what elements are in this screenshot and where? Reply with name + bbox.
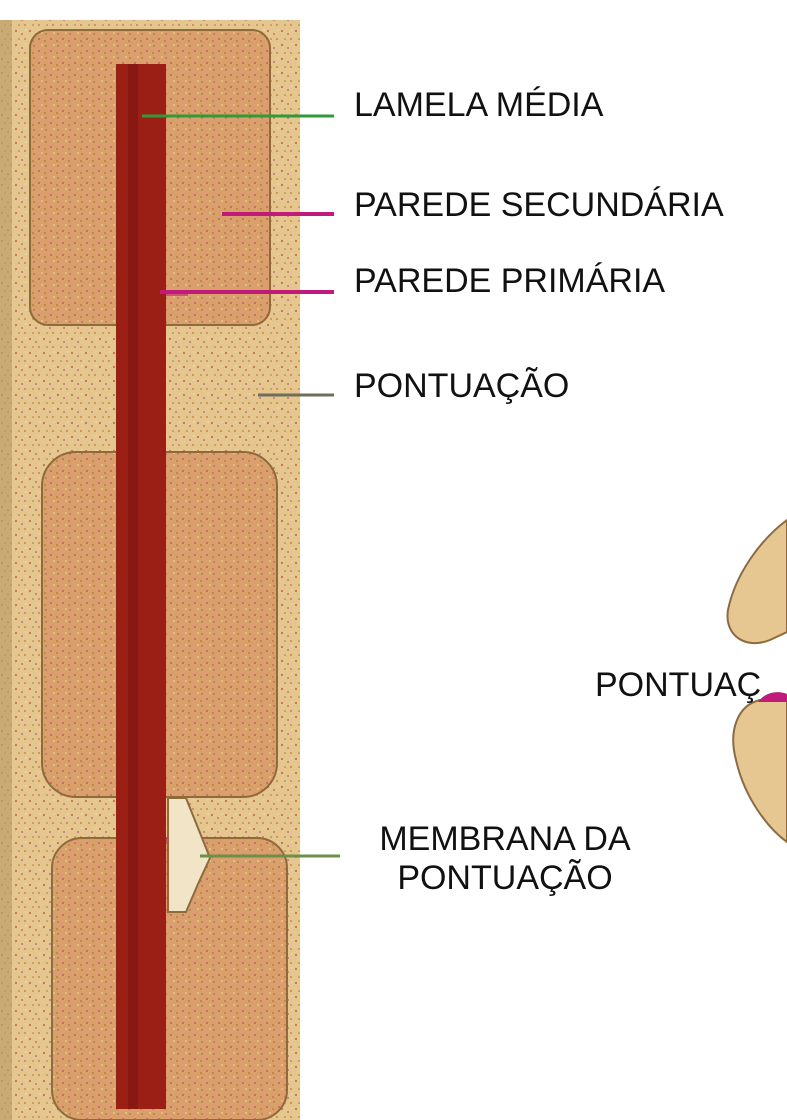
pit-lower-rim	[758, 692, 787, 702]
pit-upper-fragment	[728, 520, 787, 643]
label-lamela-media: LAMELA MÉDIA	[354, 86, 603, 125]
label-membrana-line2: PONTUAÇÃO	[360, 859, 650, 898]
label-parede-secundaria: PAREDE SECUNDÁRIA	[354, 186, 724, 225]
pit-lower-fragment	[733, 700, 787, 842]
label-pontuacao-right: PONTUAÇ	[595, 666, 761, 705]
tissue-left-edge	[0, 20, 12, 1120]
label-membrana-da-pontuacao: MEMBRANA DA PONTUAÇÃO	[360, 820, 650, 898]
label-membrana-line1: MEMBRANA DA	[360, 820, 650, 859]
middle-lamella	[116, 64, 166, 1109]
label-pontuacao: PONTUAÇÃO	[354, 367, 569, 406]
middle-lamella-shade	[128, 64, 138, 1109]
label-parede-primaria: PAREDE PRIMÁRIA	[354, 262, 665, 301]
